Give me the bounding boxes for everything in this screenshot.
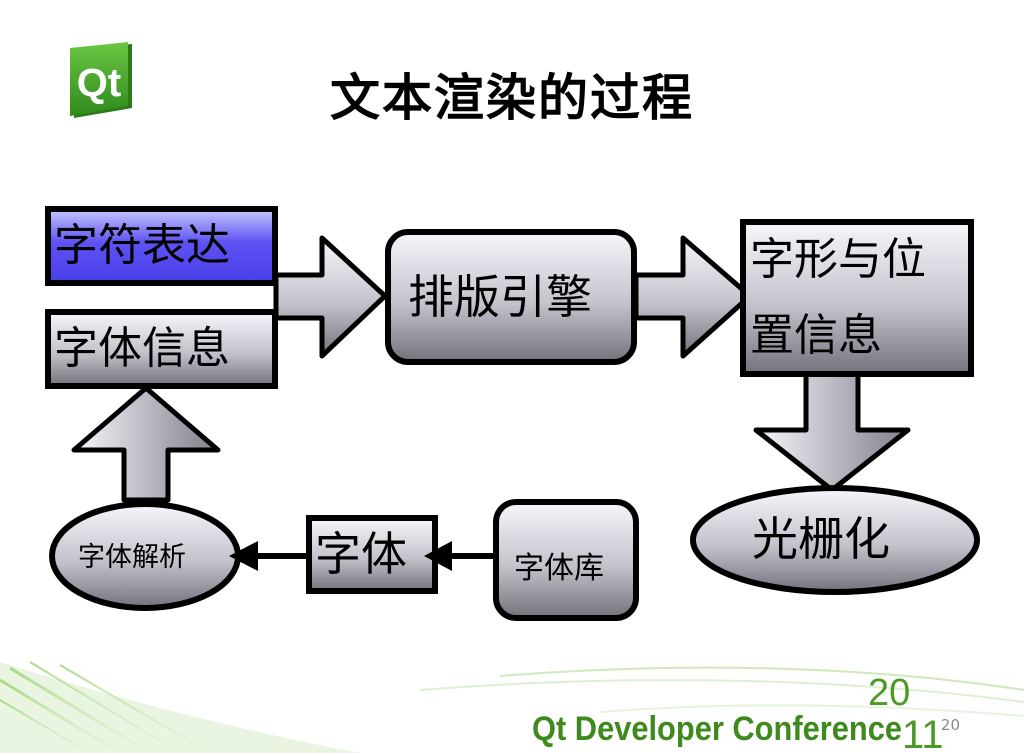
arrow-engine-to-glyph <box>633 235 753 359</box>
conference-year-bottom: 11 <box>902 713 944 753</box>
arrow-glyph-to-raster <box>753 370 911 493</box>
node-rasterize <box>690 485 980 595</box>
node-layout-engine <box>385 229 637 365</box>
label-char-repr: 字符表达 <box>54 220 230 271</box>
label-font-parse: 字体解析 <box>78 542 186 573</box>
qt-logo-text: Qt <box>77 61 121 105</box>
node-font-info <box>45 309 278 389</box>
label-font-info: 字体信息 <box>54 323 230 374</box>
arrow-font-to-parse <box>229 541 309 571</box>
arrow-inputs-to-engine <box>273 235 388 359</box>
node-char-repr <box>45 206 278 286</box>
arrow-parse-to-fontinfo <box>71 385 221 503</box>
label-rasterize: 光栅化 <box>752 512 890 566</box>
label-layout-engine: 排版引擎 <box>408 270 592 324</box>
arrow-lib-to-font <box>424 541 496 571</box>
node-font-lib <box>493 499 639 621</box>
label-glyph-pos-line1: 字形与位 <box>750 234 926 285</box>
footer-decoration <box>0 661 1024 753</box>
page-number: 20 <box>940 716 960 734</box>
qt-logo: Qt <box>70 42 132 118</box>
label-font-lib: 字体库 <box>514 551 604 586</box>
node-glyph-pos <box>740 219 974 377</box>
conference-year-top: 20 <box>868 672 910 714</box>
label-font: 字体 <box>315 527 407 581</box>
slide-title: 文本渲染的过程 <box>330 69 694 127</box>
label-glyph-pos-line2: 置信息 <box>750 310 882 361</box>
conference-wordmark: Qt Developer Conference <box>532 710 902 748</box>
